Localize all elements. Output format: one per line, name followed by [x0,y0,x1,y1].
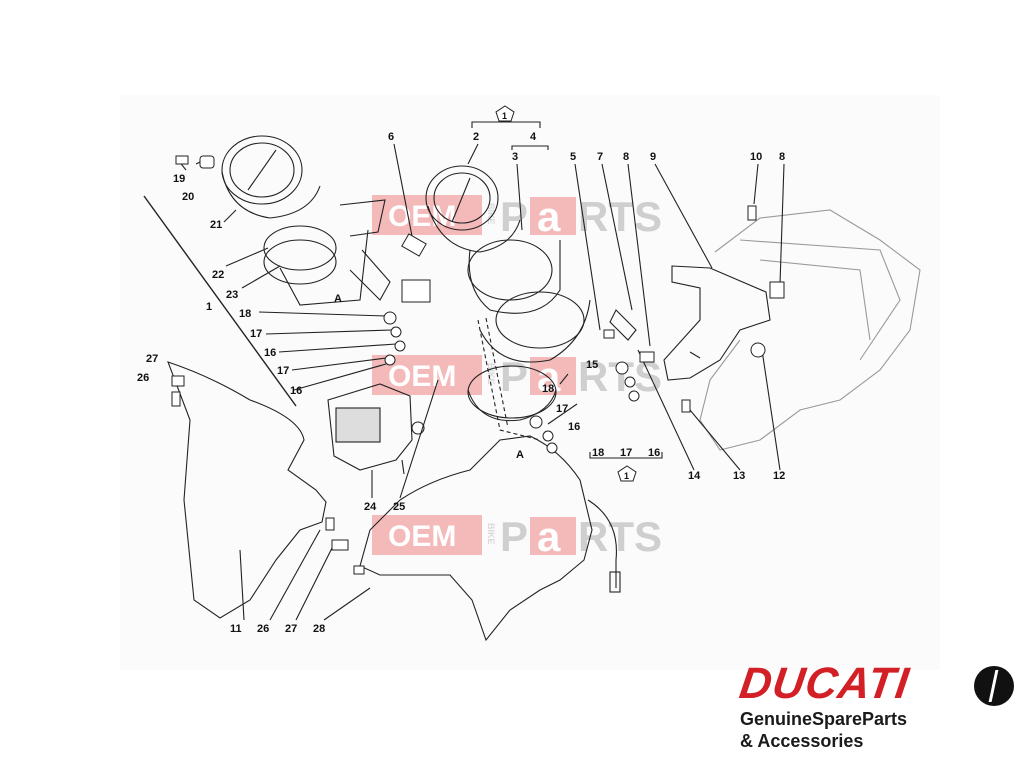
callout-8: 8 [623,151,629,163]
svg-text:RTS: RTS [578,193,662,240]
callout-3: 3 [512,151,518,163]
svg-text:BIKE: BIKE [486,523,496,545]
callout-16: 16 [264,347,276,359]
callout-15: 15 [586,359,598,371]
callout-17: 17 [250,328,262,340]
callout-28: 28 [313,623,325,635]
svg-text:a: a [537,513,561,560]
fairing-left [167,361,327,619]
callout-14: 14 [688,470,701,482]
callout-24: 24 [364,501,377,513]
section-letter-a-2: A [516,449,524,461]
ducati-shield-icon [974,666,1014,706]
display-unit [327,383,425,475]
left-gauge [221,135,391,306]
callout-18b: 18 [542,383,554,395]
callout-17c: 17 [556,403,568,415]
svg-text:P: P [500,513,528,560]
callout-8b: 8 [779,151,785,163]
callout-12: 12 [773,470,785,482]
line-drawing [143,121,921,642]
brand-tagline-2: & Accessories [740,731,864,751]
svg-text:BIKE: BIKE [486,203,496,225]
hardware [171,155,785,575]
speedo-cable [587,499,617,588]
callout-25: 25 [393,501,405,513]
callout-13: 13 [733,470,745,482]
callout-4: 4 [530,131,537,143]
callout-9: 9 [650,151,656,163]
pentagon-markers: 1 1 [495,105,637,482]
callout-18c: 18 [592,447,604,459]
svg-text:a: a [537,193,561,240]
callout-17b: 17 [277,365,289,377]
callout-16b: 16 [290,385,302,397]
ducati-brand-block: DUCATI GenuineSpareParts & Accessories [737,659,1020,760]
callout-20: 20 [182,191,194,203]
callout-26: 26 [137,372,149,384]
watermark-oem: OEM [388,200,456,233]
callout-10: 10 [750,151,762,163]
right-bracket [609,265,771,381]
callout-16d: 16 [648,447,660,459]
callout-26b: 26 [257,623,269,635]
callout-5: 5 [570,151,576,163]
callout-21: 21 [210,219,222,231]
callout-17d: 17 [620,447,632,459]
center-gauge [425,165,591,422]
callout-27: 27 [146,353,158,365]
callout-2: 2 [473,131,479,143]
callout-23: 23 [226,289,238,301]
brand-tagline-1: GenuineSpareParts [740,709,908,729]
frame-section [699,209,921,451]
section-letter-a: A [334,293,342,305]
callout-18: 18 [239,308,251,320]
callout-11: 11 [230,623,242,635]
svg-text:P: P [500,353,528,400]
svg-text:OEM: OEM [388,360,456,393]
pentagon-marker-bottom: 1 [624,471,629,481]
callouts: 19 20 21 22 23 1 18 17 16 17 16 27 26 6 … [137,131,785,635]
callout-7: 7 [597,151,603,163]
callout-1: 1 [206,301,212,313]
pentagon-marker-top: 1 [502,111,507,121]
callout-6: 6 [388,131,394,143]
svg-text:RTS: RTS [578,513,662,560]
callout-22: 22 [212,269,224,281]
callout-27b: 27 [285,623,297,635]
svg-text:OEM: OEM [388,520,456,553]
svg-text:BIKE: BIKE [486,363,496,385]
fairing-right [359,435,593,642]
svg-text:a: a [537,353,561,400]
callout-19: 19 [173,173,185,185]
callout-16c: 16 [568,421,580,433]
